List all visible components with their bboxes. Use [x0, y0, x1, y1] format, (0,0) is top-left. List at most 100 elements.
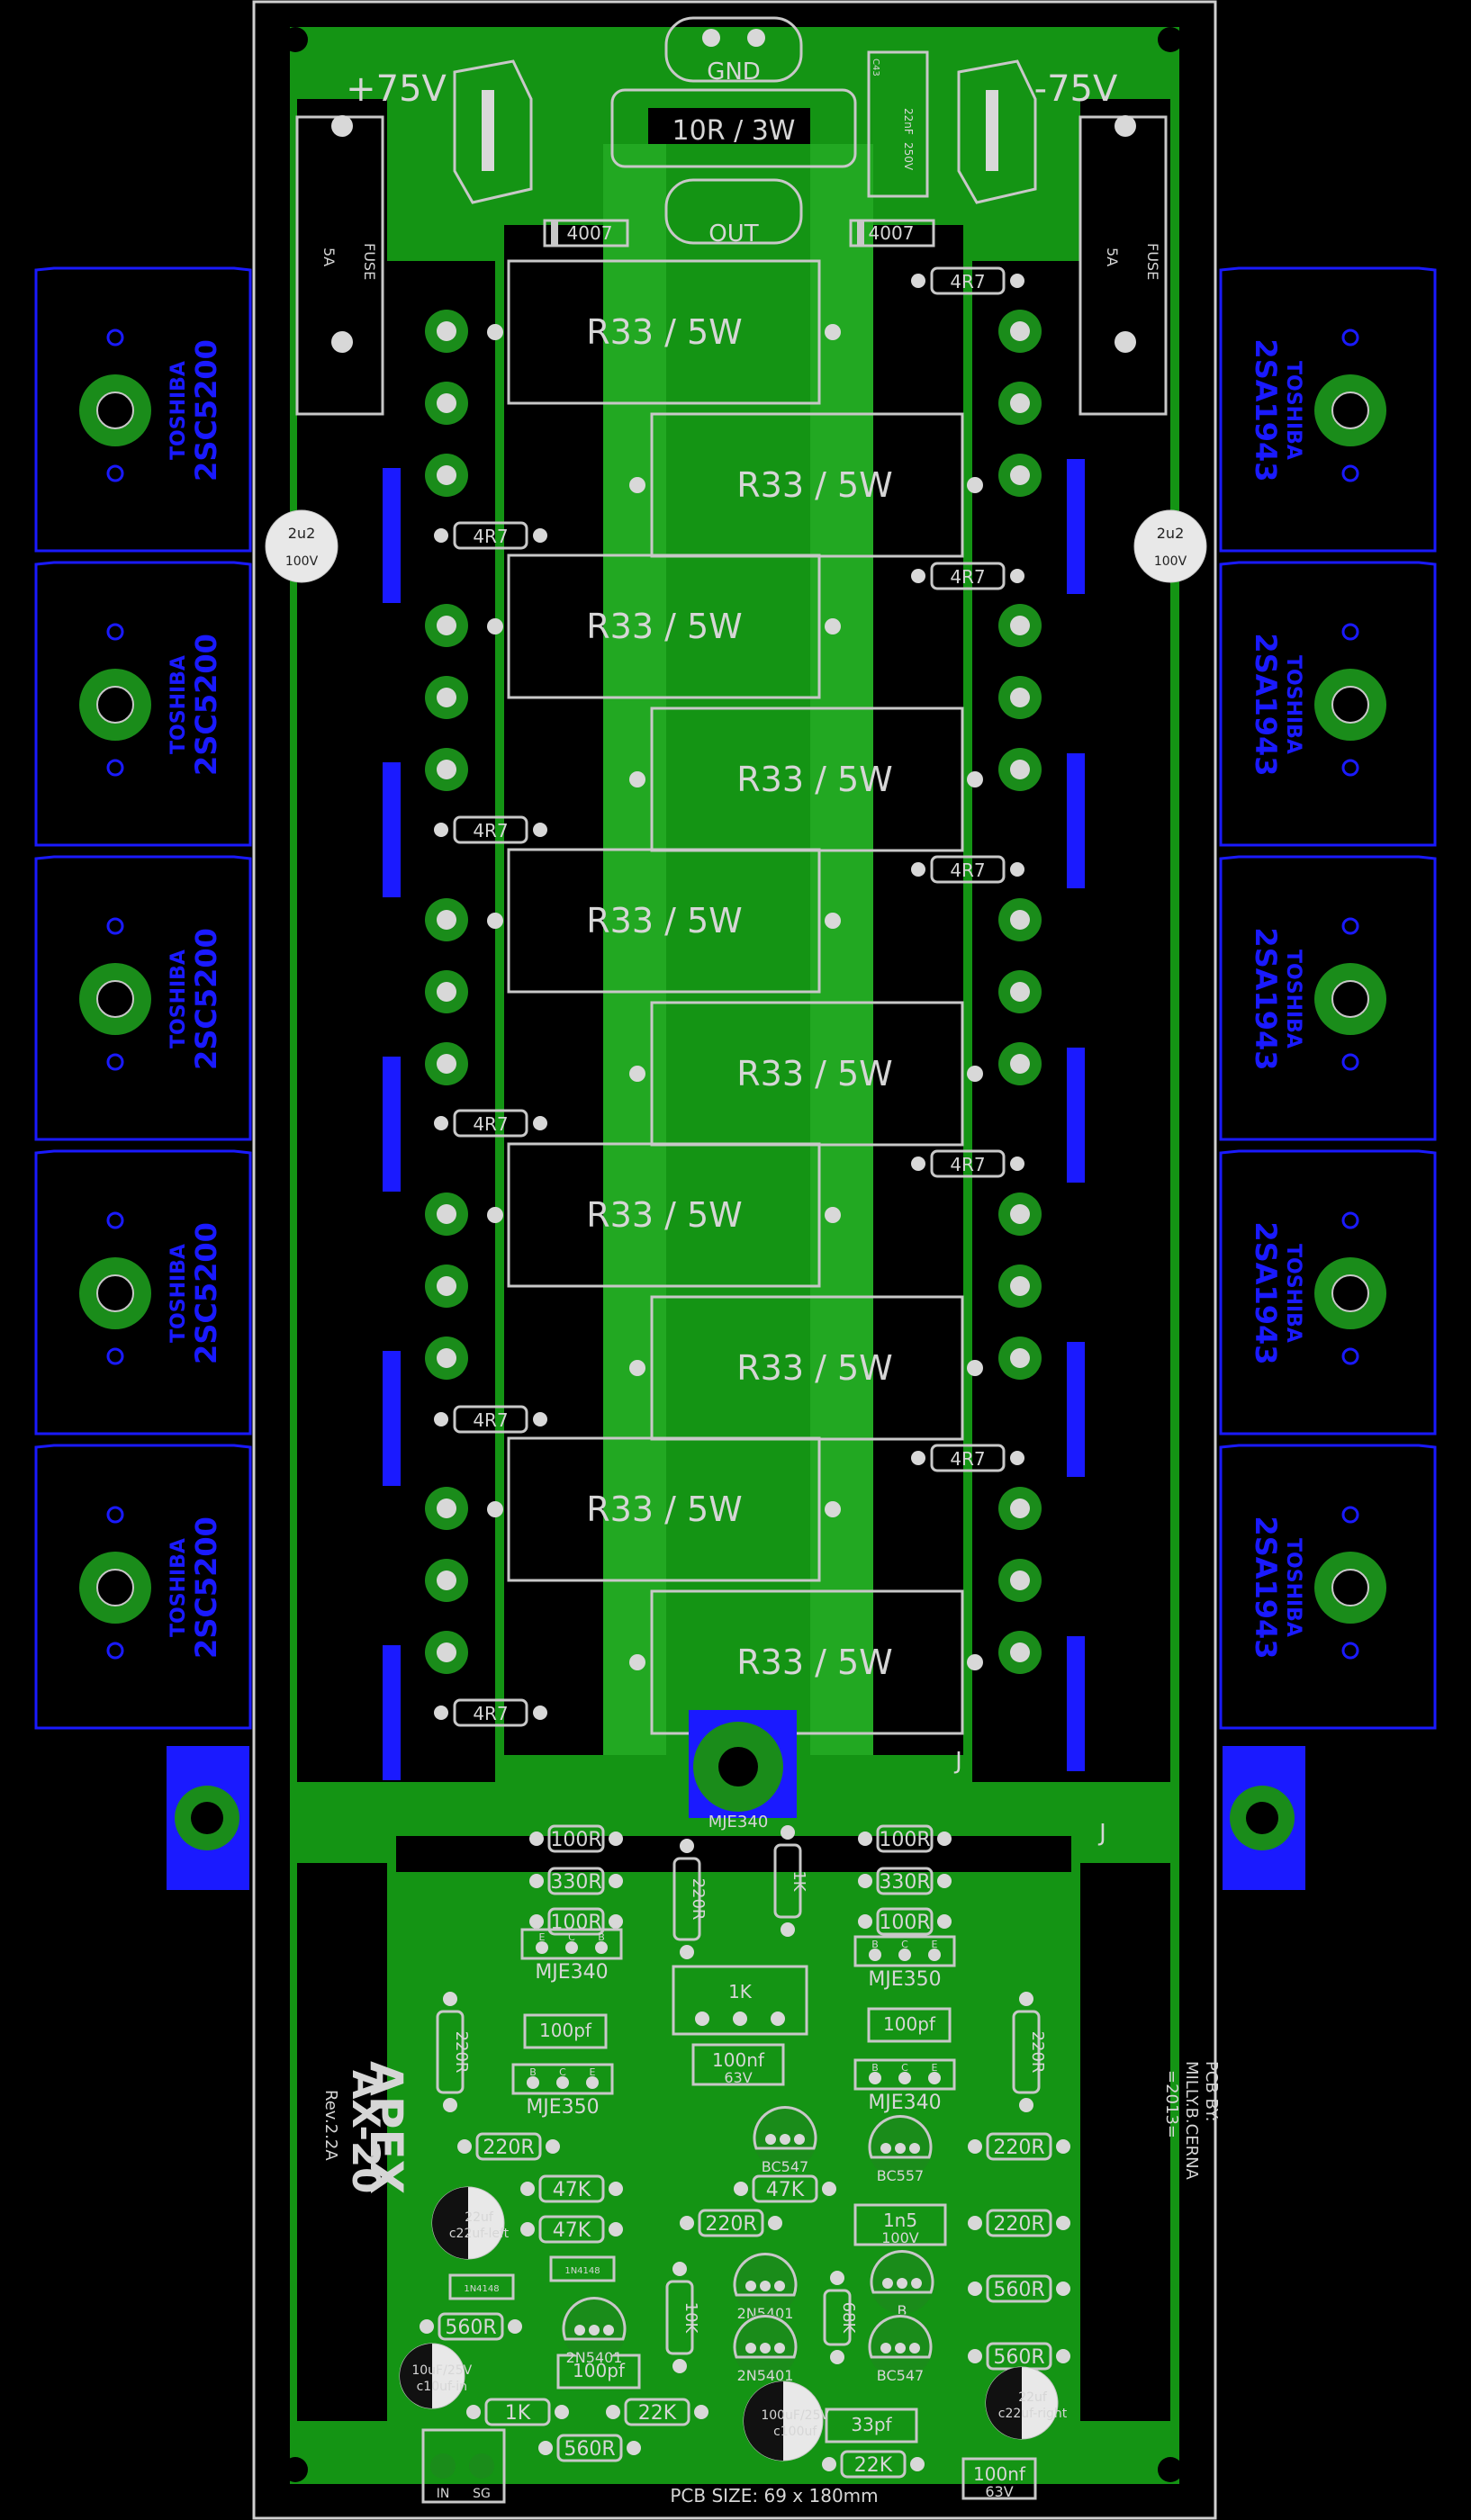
credit-line-1: PCB BY:: [1202, 2061, 1221, 2122]
emitter-resistor-left: R33 / 5W: [487, 848, 841, 994]
r22k-right: 22K: [822, 2450, 925, 2479]
r560-bottom: 560R: [538, 2434, 641, 2462]
pin-label: C: [901, 2062, 908, 2074]
pnp-part: 2SA1943: [1249, 1516, 1283, 1659]
base-resistor-label: 4R7: [473, 1409, 508, 1431]
r330-left-label: 330R: [550, 1871, 601, 1894]
base-resistor-label: 4R7: [473, 1703, 508, 1724]
r68k: 68K: [823, 2271, 858, 2364]
emitter-resistor-right-label: R33 / 5W: [736, 1348, 892, 1388]
base-resistor-4r7: 4R7: [911, 1149, 1024, 1178]
c100pf-right: 100pf: [867, 2007, 952, 2043]
npn-brand: TOSHIBA: [167, 655, 190, 754]
r220-left-vert-label: 220R: [452, 2031, 471, 2074]
: 10uF/25V c10uf-in: [399, 2343, 473, 2409]
q-mid-right: B: [870, 2249, 934, 2319]
emitter-resistor-right-label: R33 / 5W: [736, 1054, 892, 1094]
npn-brand: TOSHIBA: [167, 361, 190, 460]
base-resistor-4r7: 4R7: [434, 1405, 547, 1434]
2n5401-a: 2N5401: [733, 2252, 798, 2322]
minus-rail-terminal: -75V: [957, 59, 1118, 204]
r220-right-2-label: 220R: [993, 2213, 1044, 2236]
pnp-brand: TOSHIBA: [1282, 361, 1304, 460]
r22k-bottom: 22K: [606, 2398, 708, 2426]
fuse-left-label: FUSE: [361, 243, 378, 280]
c1n5-label: 1n5: [883, 2210, 917, 2231]
base-resistor-4r7: 4R7: [434, 521, 547, 550]
base-resistor-label: 4R7: [950, 566, 985, 588]
signal-gnd-label: SG: [473, 2487, 491, 2501]
diode-left: 4007: [543, 219, 629, 248]
diode-left-label: 4007: [567, 222, 613, 244]
npn-part: 2SC5200: [189, 1516, 223, 1659]
diode-right: 4007: [849, 219, 935, 248]
r330-right: 330R: [858, 1867, 952, 1895]
credit-line-3: =2013=: [1162, 2070, 1181, 2138]
diode-1n4148-label: 1N4148: [564, 2266, 600, 2276]
out-label: OUT: [708, 220, 758, 248]
2n5401-c: 2N5401: [562, 2296, 627, 2366]
small-capacitor: 22nF 250V C43: [867, 50, 929, 198]
emitter-resistor-left: R33 / 5W: [487, 1436, 841, 1582]
63V-value: 22uf: [1018, 2390, 1048, 2405]
bc547-bottom: BC547: [868, 2314, 933, 2384]
pnp-part: 2SA1943: [1249, 1221, 1283, 1364]
r220-right: 220R: [968, 2132, 1070, 2161]
emitter-resistor-right-label: R33 / 5W: [736, 760, 892, 799]
-value: 10uF/25V: [411, 2363, 472, 2378]
npn-collector-bar: [383, 1057, 401, 1192]
npn-part: 2SC5200: [189, 634, 223, 776]
base-resistors: 4R7 4R7 4R7 4R7 4R7 4R7 4R7 4R7 4R7 4R7: [434, 266, 1024, 1727]
pcb-size-label: PCB SIZE: 69 x 180mm: [670, 2485, 878, 2506]
r1k-vbe-label: 1K: [790, 1870, 808, 1892]
pin-label: B: [871, 2062, 879, 2074]
bc547-top: BC547: [753, 2105, 817, 2175]
r220-right-label: 220R: [993, 2137, 1044, 2159]
jumper-label-2: J: [1097, 1820, 1106, 1847]
-voltage: c100uf: [773, 2425, 817, 2439]
npn-brand: TOSHIBA: [167, 1538, 190, 1637]
r560-right: 560R: [968, 2274, 1070, 2303]
pnp-collector-bar: [1067, 1048, 1085, 1183]
c100pf-left-label: 100pf: [539, 2020, 592, 2041]
heatsink-mount-right: [1223, 1746, 1305, 1890]
mje340-right-label: MJE340: [868, 2092, 941, 2114]
base-resistor-label: 4R7: [950, 271, 985, 292]
base-resistor-label: 4R7: [950, 1448, 985, 1470]
-voltage: c10uf-in: [417, 2380, 467, 2394]
npn-part: 2SC5200: [189, 1222, 223, 1364]
r100-right-2-label: 100R: [879, 1912, 930, 1934]
bypass-left-voltage: 100V: [285, 554, 319, 569]
credit-block: PCB BY: MILLY.B.CERNA =2013=: [1162, 2061, 1221, 2181]
vbe-transistor: MJE340: [689, 1710, 797, 1832]
gnd-terminal: GND: [664, 16, 803, 86]
r10k: 10K: [665, 2262, 700, 2373]
r47k-1-label: 47K: [553, 2179, 591, 2201]
r68k-label: 68K: [839, 2302, 858, 2335]
c100pf-right-label: 100pf: [883, 2013, 936, 2035]
emitter-resistor-right-label: R33 / 5W: [736, 465, 892, 505]
bc547-bottom-label: BC547: [877, 2367, 924, 2384]
bc547-top-label: BC547: [762, 2158, 808, 2175]
c1n5-voltage: 100V: [881, 2229, 919, 2246]
diode-1n4148-b: 1N4148: [549, 2255, 616, 2282]
r560-right-2: 560R: [968, 2342, 1070, 2371]
c100pf-bottom-label: 100pf: [573, 2360, 626, 2381]
r100-right-label: 100R: [879, 1829, 930, 1851]
r220-feedback: 220R: [457, 2132, 560, 2161]
base-resistor-label: 4R7: [473, 820, 508, 842]
base-resistor-4r7: 4R7: [434, 1109, 547, 1138]
r47k-3-label: 47K: [766, 2179, 805, 2201]
base-resistor-label: 4R7: [950, 860, 985, 881]
npn-collector-bar: [383, 1351, 401, 1486]
bias-trimmer: 1K: [672, 1965, 808, 2036]
brand-logo: APEX: [360, 2061, 412, 2194]
emitter-resistor-left: R33 / 5W: [487, 259, 841, 405]
